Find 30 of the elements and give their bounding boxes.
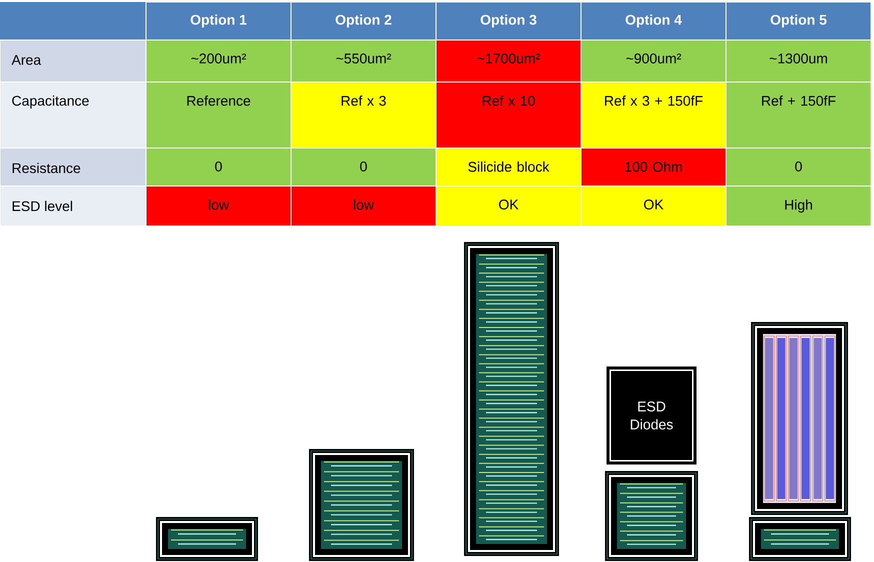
header-cell: Option 2: [290, 2, 436, 40]
table-cell: 0: [726, 148, 872, 186]
header-cell: Option 4: [580, 2, 726, 40]
table-cell: ~900um²: [580, 40, 726, 82]
header-cell: Option 5: [726, 2, 872, 40]
header-cell: Option 1: [146, 2, 292, 40]
table-cell: ~550um²: [290, 40, 436, 82]
table-cell: ~1300um: [726, 40, 872, 82]
table-cell: ~200um²: [146, 40, 292, 82]
table-cell: Ref x 10: [436, 82, 582, 148]
diode-block: ESD Diodes: [605, 365, 698, 466]
table-cell: Ref + 150fF: [726, 82, 872, 148]
table-cell: Silicide block: [436, 148, 582, 186]
row-header-cell: Area: [0, 40, 146, 82]
table-cell: High: [726, 186, 872, 226]
table-cell: Ref x 3 + 150fF: [580, 82, 726, 148]
table-cell: ~1700um²: [436, 40, 582, 82]
row-header-cell: Capacitance: [0, 82, 146, 148]
row-header-cell: Resistance: [0, 148, 146, 186]
table-cell: 0: [146, 148, 292, 186]
row-header-cell: ESD level: [0, 186, 146, 226]
table-cell: OK: [580, 186, 726, 226]
table-cell: 0: [290, 148, 436, 186]
table-cell: Reference: [146, 82, 292, 148]
table-cell: low: [290, 186, 436, 226]
table-cell: 100 Ohm: [580, 148, 726, 186]
table-cell: low: [146, 186, 292, 226]
table-cell: Ref x 3: [290, 82, 436, 148]
header-cell: Option 3: [436, 2, 582, 40]
table-cell: OK: [436, 186, 582, 226]
